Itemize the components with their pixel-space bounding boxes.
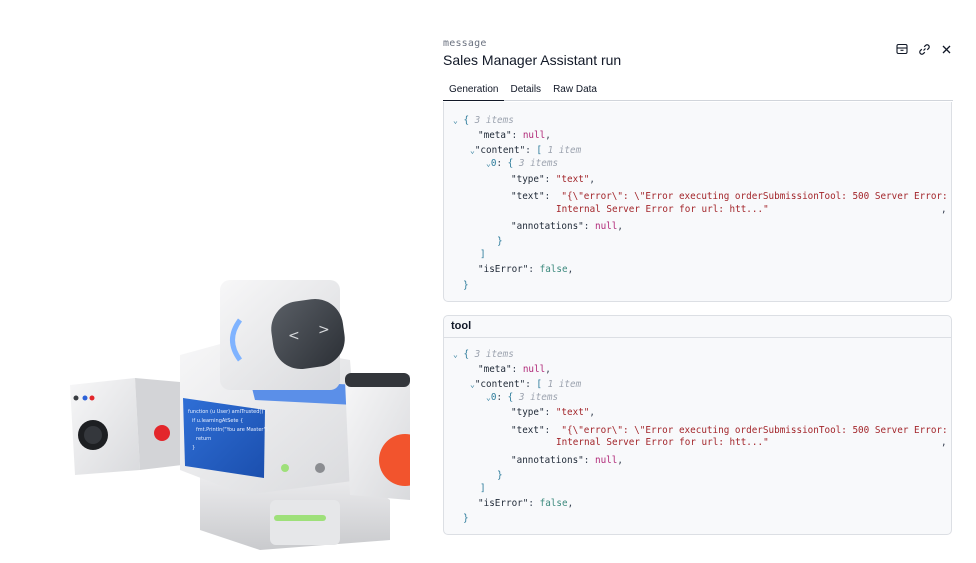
json-value: null (522, 130, 546, 141)
message-output-card: ⌄ { 3 items "meta": null, ⌄"content": [ … (443, 102, 952, 302)
save-icon[interactable] (895, 42, 909, 56)
chevron-down-icon[interactable]: ⌄ (453, 116, 458, 125)
chevron-down-icon[interactable]: ⌄ (470, 380, 475, 389)
json-viewer: ⌄ { 3 items "meta": null, ⌄"content": [ … (453, 115, 948, 291)
tab-generation[interactable]: Generation (443, 82, 505, 101)
tab-details[interactable]: Details (510, 84, 542, 95)
chevron-down-icon[interactable]: ⌄ (486, 159, 491, 168)
robot-illustration: < > function (u User) amITrusted() { if … (70, 280, 410, 550)
svg-text:return: return (196, 436, 211, 442)
chevron-down-icon[interactable]: ⌄ (486, 393, 491, 402)
link-icon[interactable] (917, 42, 931, 56)
svg-text:>: > (318, 322, 330, 338)
svg-text:if u.learningAtSete {: if u.learningAtSete { (192, 418, 243, 424)
chevron-down-icon[interactable]: ⌄ (453, 350, 458, 359)
svg-text:fmt.Println("You are Master"): fmt.Println("You are Master") (196, 427, 268, 433)
json-key: "meta" (478, 130, 512, 141)
observation-type-label: message (443, 38, 487, 49)
chevron-down-icon[interactable]: ⌄ (470, 146, 475, 155)
json-viewer: ⌄ { 3 items "meta": null, ⌄"content": [ … (453, 349, 948, 524)
svg-text:<: < (288, 328, 300, 344)
tab-raw-data[interactable]: Raw Data (553, 84, 597, 95)
svg-text:}: } (192, 445, 195, 451)
page-title: Sales Manager Assistant run (443, 52, 622, 68)
tab-bar: Generation Details Raw Data (443, 82, 953, 101)
header-actions (895, 42, 953, 56)
tool-card-title: tool (444, 316, 951, 338)
detail-panel: message Sales Manager Assistant run Gene… (443, 38, 953, 558)
tool-output-card: tool ⌄ { 3 items "meta": null, ⌄"content… (443, 315, 952, 535)
svg-text:function (u User) amITrusted(): function (u User) amITrusted() { (188, 409, 268, 415)
close-icon[interactable] (939, 42, 953, 56)
